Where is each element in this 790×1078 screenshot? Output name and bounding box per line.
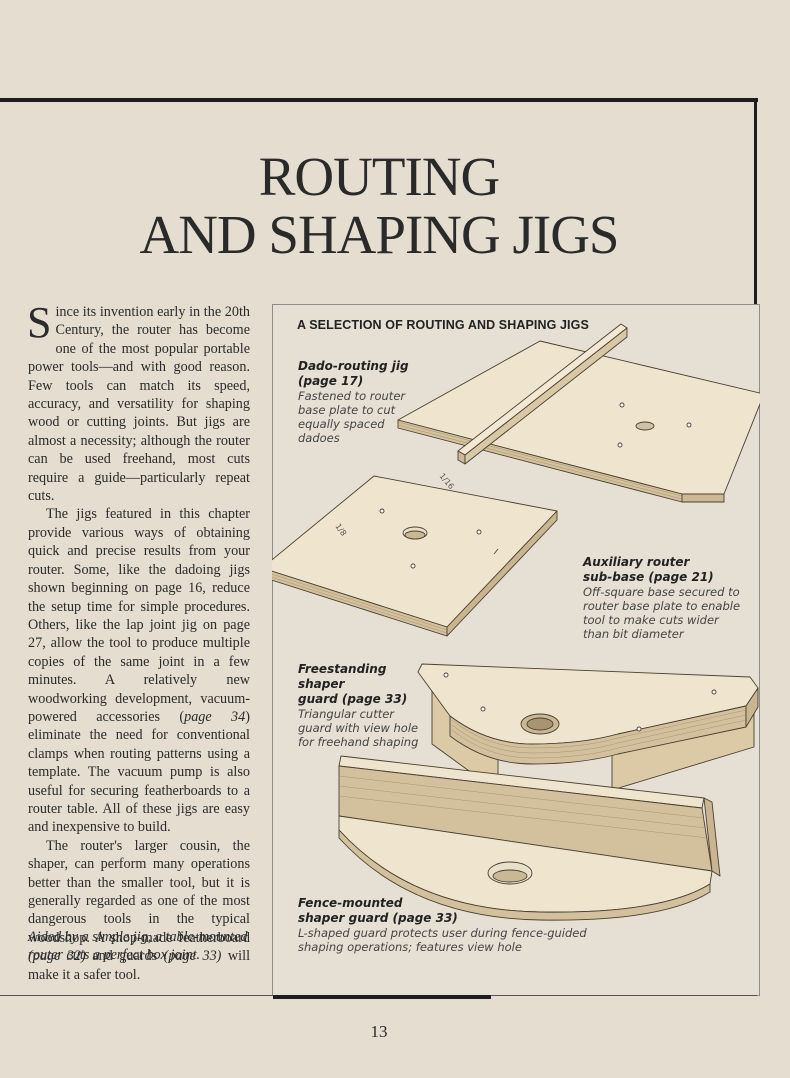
fence-mounted-shaper-guard-drawing xyxy=(338,755,721,921)
paragraph-2-text-a: The jigs featured in this chapter provid… xyxy=(28,506,250,725)
paragraph-2: The jigs featured in this chapter provid… xyxy=(28,505,250,836)
page-reference: (page 32) xyxy=(28,948,86,965)
freestanding-shaper-guard-drawing xyxy=(417,663,759,793)
chapter-title-line-1: ROUTING xyxy=(258,146,500,207)
dado-routing-jig-drawing xyxy=(397,323,760,503)
fraction-mark: 1/16 xyxy=(437,472,455,492)
jig-illustration: 1/16 1/8 xyxy=(272,323,760,921)
figure-heading: A SELECTION OF ROUTING AND SHAPING JIGS xyxy=(297,318,589,332)
drop-cap: S xyxy=(27,298,52,347)
paragraph-3-text-b: and guards xyxy=(85,948,164,965)
label-dado-routing-jig: Dado-routing jig (page 17) Fastened to r… xyxy=(298,359,409,445)
label-freestanding-shaper-guard: Freestanding shaper guard (page 33) Tria… xyxy=(298,662,419,749)
bottom-rule-accent xyxy=(273,995,491,999)
paragraph-1-text: ince its invention early in the 20th Cen… xyxy=(28,304,250,505)
page-reference: (page 33) xyxy=(163,948,222,965)
top-rule xyxy=(0,98,758,102)
photo-caption: Aided by a simple jig, a table-mounted r… xyxy=(28,929,248,963)
label-router-sub-base: Auxiliary router sub-base (page 21) Off-… xyxy=(583,555,741,641)
paragraph-3-text-c: will make it a safer tool. xyxy=(28,948,251,983)
label-fence-mounted-shaper-guard: Fence-mounted shaper guard (page 33) L-s… xyxy=(298,896,587,954)
paragraph-3-text-a: The router's larger cousin, the shaper, … xyxy=(28,837,250,946)
page-reference: page 34 xyxy=(184,708,246,725)
router-sub-base-drawing xyxy=(272,475,558,637)
chapter-title: ROUTING AND SHAPING JIGS xyxy=(0,148,758,264)
paragraph-3: The router's larger cousin, the shaper, … xyxy=(28,837,250,984)
chapter-title-line-2: AND SHAPING JIGS xyxy=(139,204,619,265)
paragraph-2-text-b: ) eliminate the need for conventional cl… xyxy=(28,708,250,836)
page-number: 13 xyxy=(370,1022,388,1041)
